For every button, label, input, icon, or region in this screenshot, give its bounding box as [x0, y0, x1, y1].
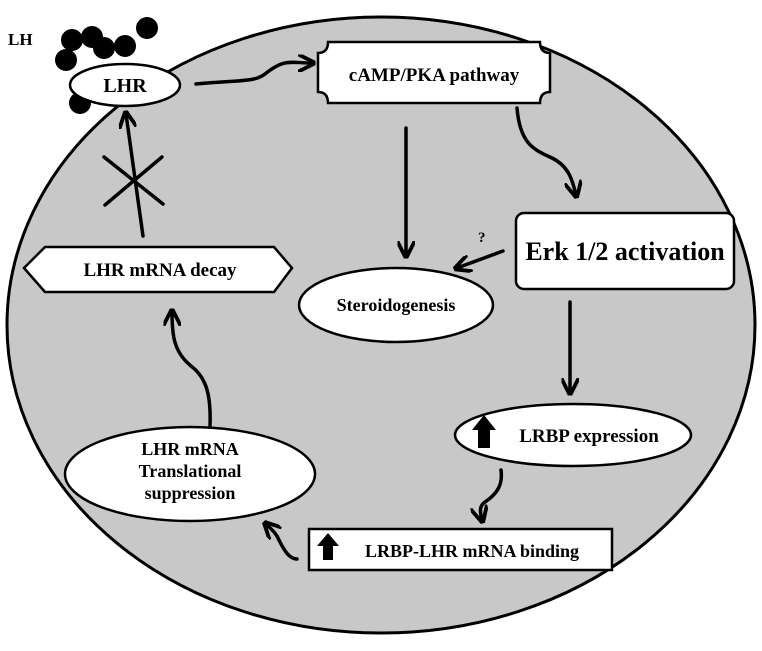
- arrow-lhr-to-camp: [194, 62, 312, 86]
- arrow-binding-to-translational: [266, 524, 299, 561]
- arrow-translational-to-decay: [172, 312, 212, 428]
- arrow-lrbp-to-binding: [480, 468, 504, 520]
- lhr-decay-label: LHR mRNA decay: [83, 260, 237, 281]
- steroidogenesis-label: Steroidogenesis: [337, 295, 456, 315]
- lhr-node: [68, 62, 182, 108]
- lh-label: LH: [8, 30, 33, 49]
- erk-label: Erk 1/2 activation: [525, 237, 725, 266]
- translational-line-2: Translational: [139, 461, 242, 481]
- camp-pka-label: cAMP/PKA pathway: [349, 65, 520, 86]
- translational-line-1: LHR mRNA: [141, 439, 239, 459]
- uncertain-mark: ?: [478, 230, 486, 246]
- blocked-cross-icon: [102, 155, 165, 207]
- translational-line-3: suppression: [145, 483, 236, 503]
- arrow-decay-to-lhr: [126, 114, 145, 238]
- up-arrow-icon: [317, 533, 339, 560]
- erk-box: [514, 211, 736, 291]
- lrbp-expression-node: [453, 402, 693, 468]
- camp-pka-box: [316, 40, 552, 105]
- arrow-erk-to-steroidogenesis: [457, 249, 505, 268]
- steroidogenesis-node: [297, 266, 495, 344]
- up-arrow-icon: [472, 415, 496, 448]
- lrbp-expression-label: LRBP expression: [519, 426, 659, 447]
- binding-label: LRBP-LHR mRNA binding: [365, 541, 579, 561]
- translational-suppression-node: [63, 425, 317, 523]
- binding-box: [307, 527, 614, 572]
- lhr-decay-box: [22, 245, 294, 294]
- arrow-camp-to-erk: [515, 106, 576, 195]
- lhr-label: LHR: [103, 75, 147, 97]
